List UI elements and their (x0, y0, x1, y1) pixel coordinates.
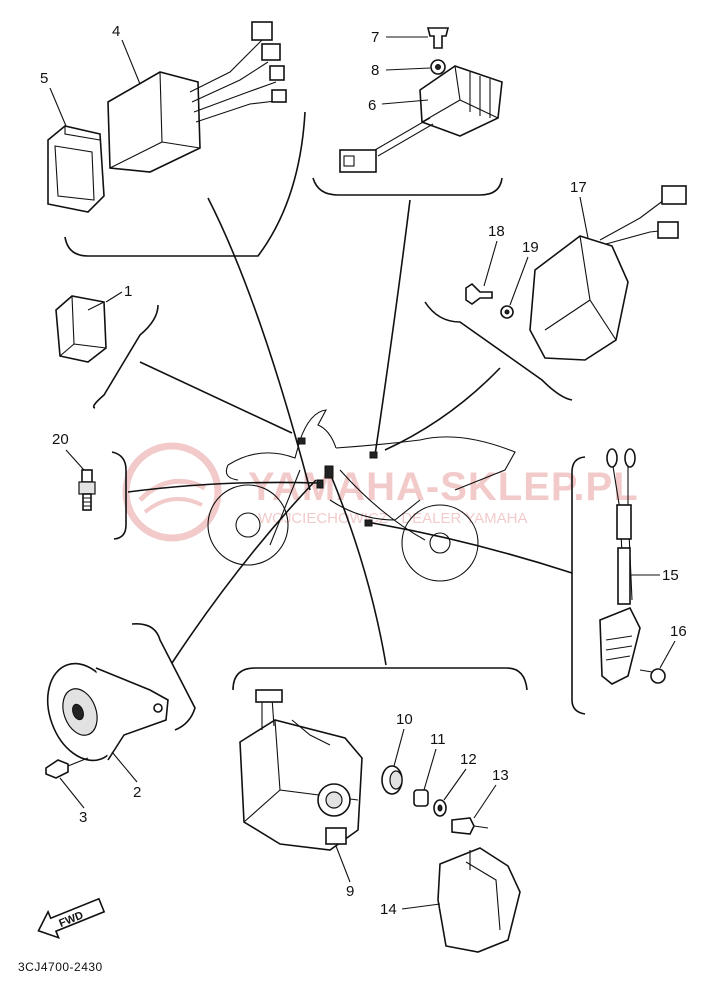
part-relay (55, 295, 107, 363)
callout-8: 8 (371, 62, 379, 79)
part-switch-assembly (239, 689, 521, 953)
callout-17: 17 (570, 179, 587, 196)
callout-14: 14 (380, 901, 397, 918)
callout-6: 6 (368, 97, 376, 114)
callout-11: 11 (430, 731, 446, 748)
callout-12: 12 (460, 751, 477, 768)
motorcycle-outline (207, 409, 516, 582)
bracket-right-15 (571, 456, 586, 715)
watermark-brand: YAMAHA-SKLEP.PL (248, 465, 639, 509)
fwd-arrow-icon: FWD (37, 897, 106, 940)
callout-3: 3 (79, 809, 87, 826)
bracket-horn (131, 623, 196, 731)
callout-1: 1 (124, 283, 132, 300)
callout-10: 10 (396, 711, 413, 728)
bracket-right-upper (424, 301, 573, 401)
callout-2: 2 (133, 784, 141, 801)
callout-20: 20 (52, 431, 69, 448)
callout-15: 15 (662, 567, 679, 584)
bracket-top-left (64, 111, 306, 257)
bracket-left-1 (92, 304, 159, 409)
leader-lines (127, 197, 573, 666)
watermark-logo-icon (122, 442, 222, 542)
group-brackets (64, 111, 586, 731)
part-rectifier (339, 27, 503, 173)
bracket-left-20 (111, 451, 127, 540)
part-rubber-cover (47, 125, 105, 213)
callout-13: 13 (492, 767, 509, 784)
callout-5: 5 (40, 70, 48, 87)
callout-7: 7 (371, 29, 379, 46)
callout-9: 9 (346, 883, 354, 900)
diagram-code: 3CJ4700-2430 (18, 960, 103, 974)
fwd-label: FWD (57, 909, 85, 930)
callout-18: 18 (488, 223, 505, 240)
part-cdi-unit (107, 21, 287, 173)
bracket-bottom-center (232, 667, 528, 691)
bracket-top-center (312, 177, 503, 196)
callout-4: 4 (112, 23, 120, 40)
callouts: 1 2 3 4 5 6 7 8 9 10 11 12 13 14 15 16 1… (40, 23, 687, 918)
callout-19: 19 (522, 239, 539, 256)
part-switch-lead (599, 448, 666, 685)
part-unit-17 (465, 185, 687, 361)
callout-16: 16 (670, 623, 687, 640)
part-horn (45, 662, 169, 779)
part-spark-plug (78, 469, 96, 511)
